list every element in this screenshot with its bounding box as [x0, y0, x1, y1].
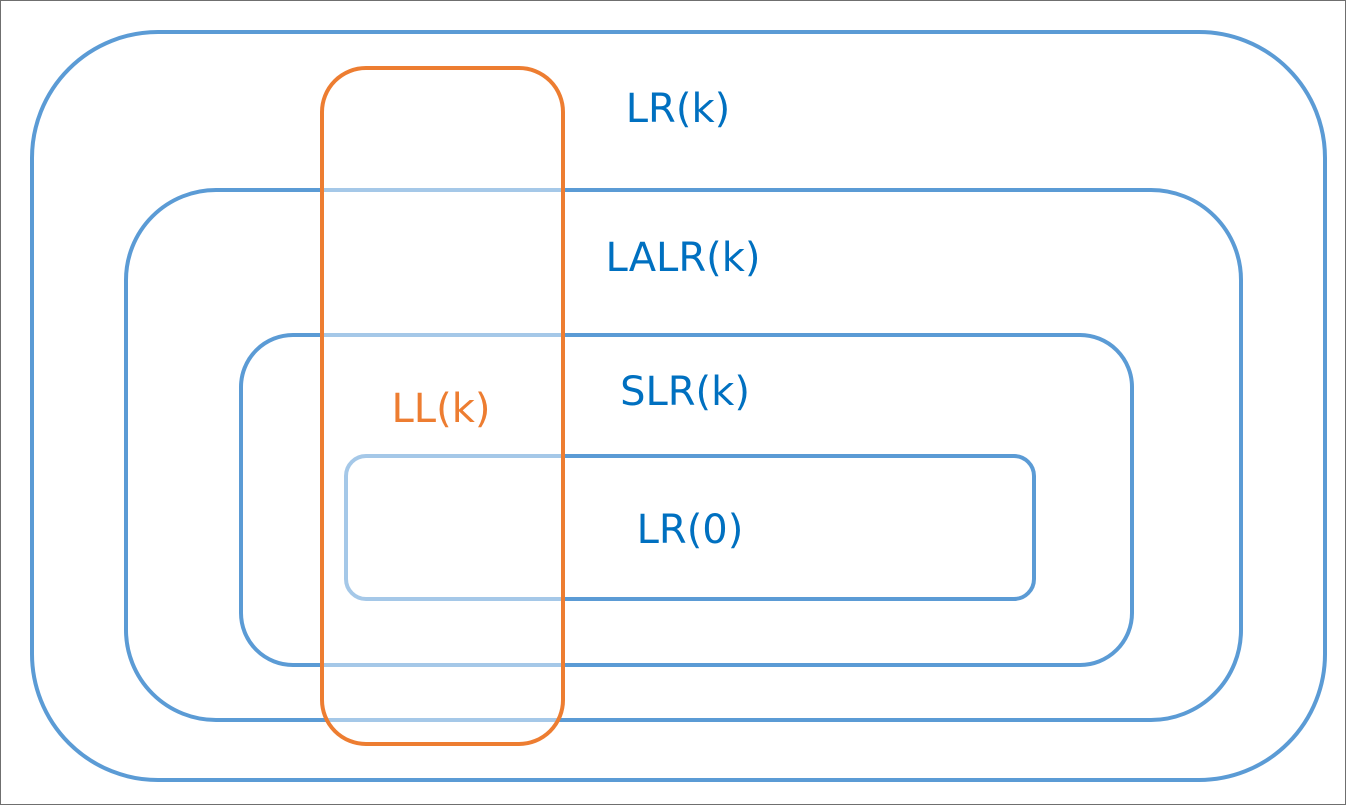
region-lr-0: [344, 454, 1036, 601]
label-ll-k: LL(k): [391, 386, 491, 432]
label-slr-k: SLR(k): [620, 369, 750, 415]
region-slr-k: [239, 333, 1134, 667]
region-lr-k: [30, 30, 1327, 782]
label-lalr-k: LALR(k): [605, 235, 761, 281]
region-ll-k: [320, 66, 565, 746]
label-lr-k: LR(k): [625, 86, 731, 132]
region-lalr-k: [124, 188, 1243, 722]
label-lr-0: LR(0): [636, 507, 744, 553]
